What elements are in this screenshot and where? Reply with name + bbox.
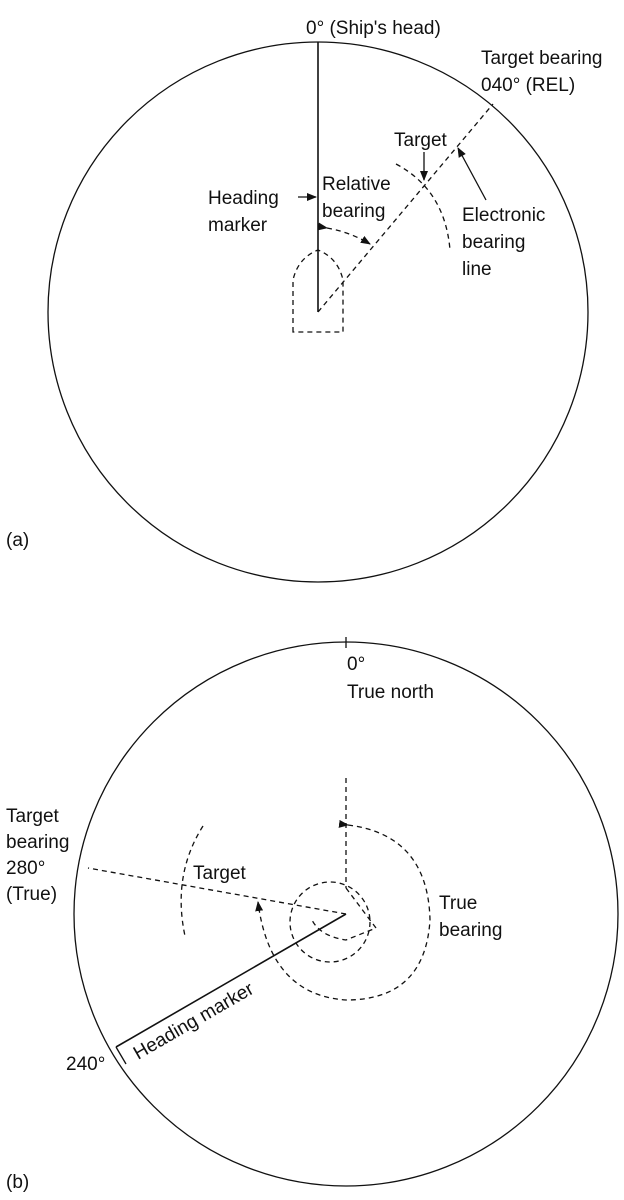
target-bearing-label-line2: 040° (REL) [481, 75, 575, 96]
ebl-label-line2: bearing [462, 232, 525, 253]
heading-marker-label-b: Heading marker [130, 978, 258, 1064]
north-label-line1: 0° [347, 654, 365, 675]
heading-label-line2: marker [208, 215, 268, 236]
diagram-a: 0° (Ship's head) Target bearing 040° (RE… [6, 18, 602, 583]
true-bearing-line1: True [439, 893, 477, 914]
deg-240-label: 240° [66, 1054, 105, 1075]
target-echo-b [180, 825, 204, 937]
target-label-b: Target [193, 863, 247, 884]
target-bearing-b-line2: bearing [6, 832, 69, 853]
ebl-arrow [457, 147, 487, 201]
electronic-bearing-line [317, 103, 494, 313]
heading-label-line1: Heading [208, 188, 279, 209]
ship-circle-b [289, 881, 371, 963]
target-bearing-line-b [87, 867, 347, 915]
relative-label-line2: bearing [322, 201, 385, 222]
ships-head-label: 0° (Ship's head) [306, 18, 441, 39]
target-bearing-label-line1: Target bearing [481, 48, 602, 69]
panel-label-a: (a) [6, 530, 29, 551]
target-bearing-b-line3: 280° [6, 858, 45, 879]
ship-outline-b [311, 887, 378, 941]
target-bearing-b-line1: Target [6, 806, 60, 827]
target-label-a: Target [394, 130, 448, 151]
true-bearing-arc [255, 819, 431, 1001]
relative-bearing-arc [317, 222, 371, 245]
ebl-label-line3: line [462, 259, 492, 280]
ship-outline-a [292, 249, 344, 333]
target-echo-a [395, 163, 451, 251]
diagram-b: 0° True north Target bearing 280° (True)… [6, 637, 619, 1193]
relative-label-line1: Relative [322, 174, 391, 195]
north-label-line2: True north [347, 682, 434, 703]
heading-marker-edge [115, 1046, 127, 1065]
ebl-label-line1: Electronic [462, 205, 545, 226]
target-bearing-b-line4: (True) [6, 884, 57, 905]
true-bearing-line2: bearing [439, 920, 502, 941]
panel-label-b: (b) [6, 1172, 29, 1193]
heading-marker-line-b [115, 913, 347, 1048]
